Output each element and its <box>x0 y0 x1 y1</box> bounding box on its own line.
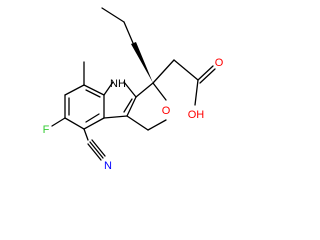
fluorine-label: F <box>43 124 50 136</box>
hydroxyl-label: OH <box>188 109 205 121</box>
benzene-ring <box>64 84 105 130</box>
propyl-chain <box>101 7 153 83</box>
pyrrole-ring <box>103 81 137 119</box>
pyran-ring <box>126 82 167 131</box>
carbonyl-oxygen-label: O <box>215 57 224 69</box>
ring-oxygen-label: O <box>162 105 171 117</box>
stereo-wedge-bond <box>131 42 153 83</box>
fluoro-bond <box>51 117 66 127</box>
nitrile-nitrogen-label: N <box>104 160 112 172</box>
nitrile-group <box>83 128 106 161</box>
acetic-acid-chain <box>152 59 216 106</box>
chemical-structure-diagram: NH O O OH F N <box>43 7 224 172</box>
nh-label: NH <box>110 78 126 90</box>
